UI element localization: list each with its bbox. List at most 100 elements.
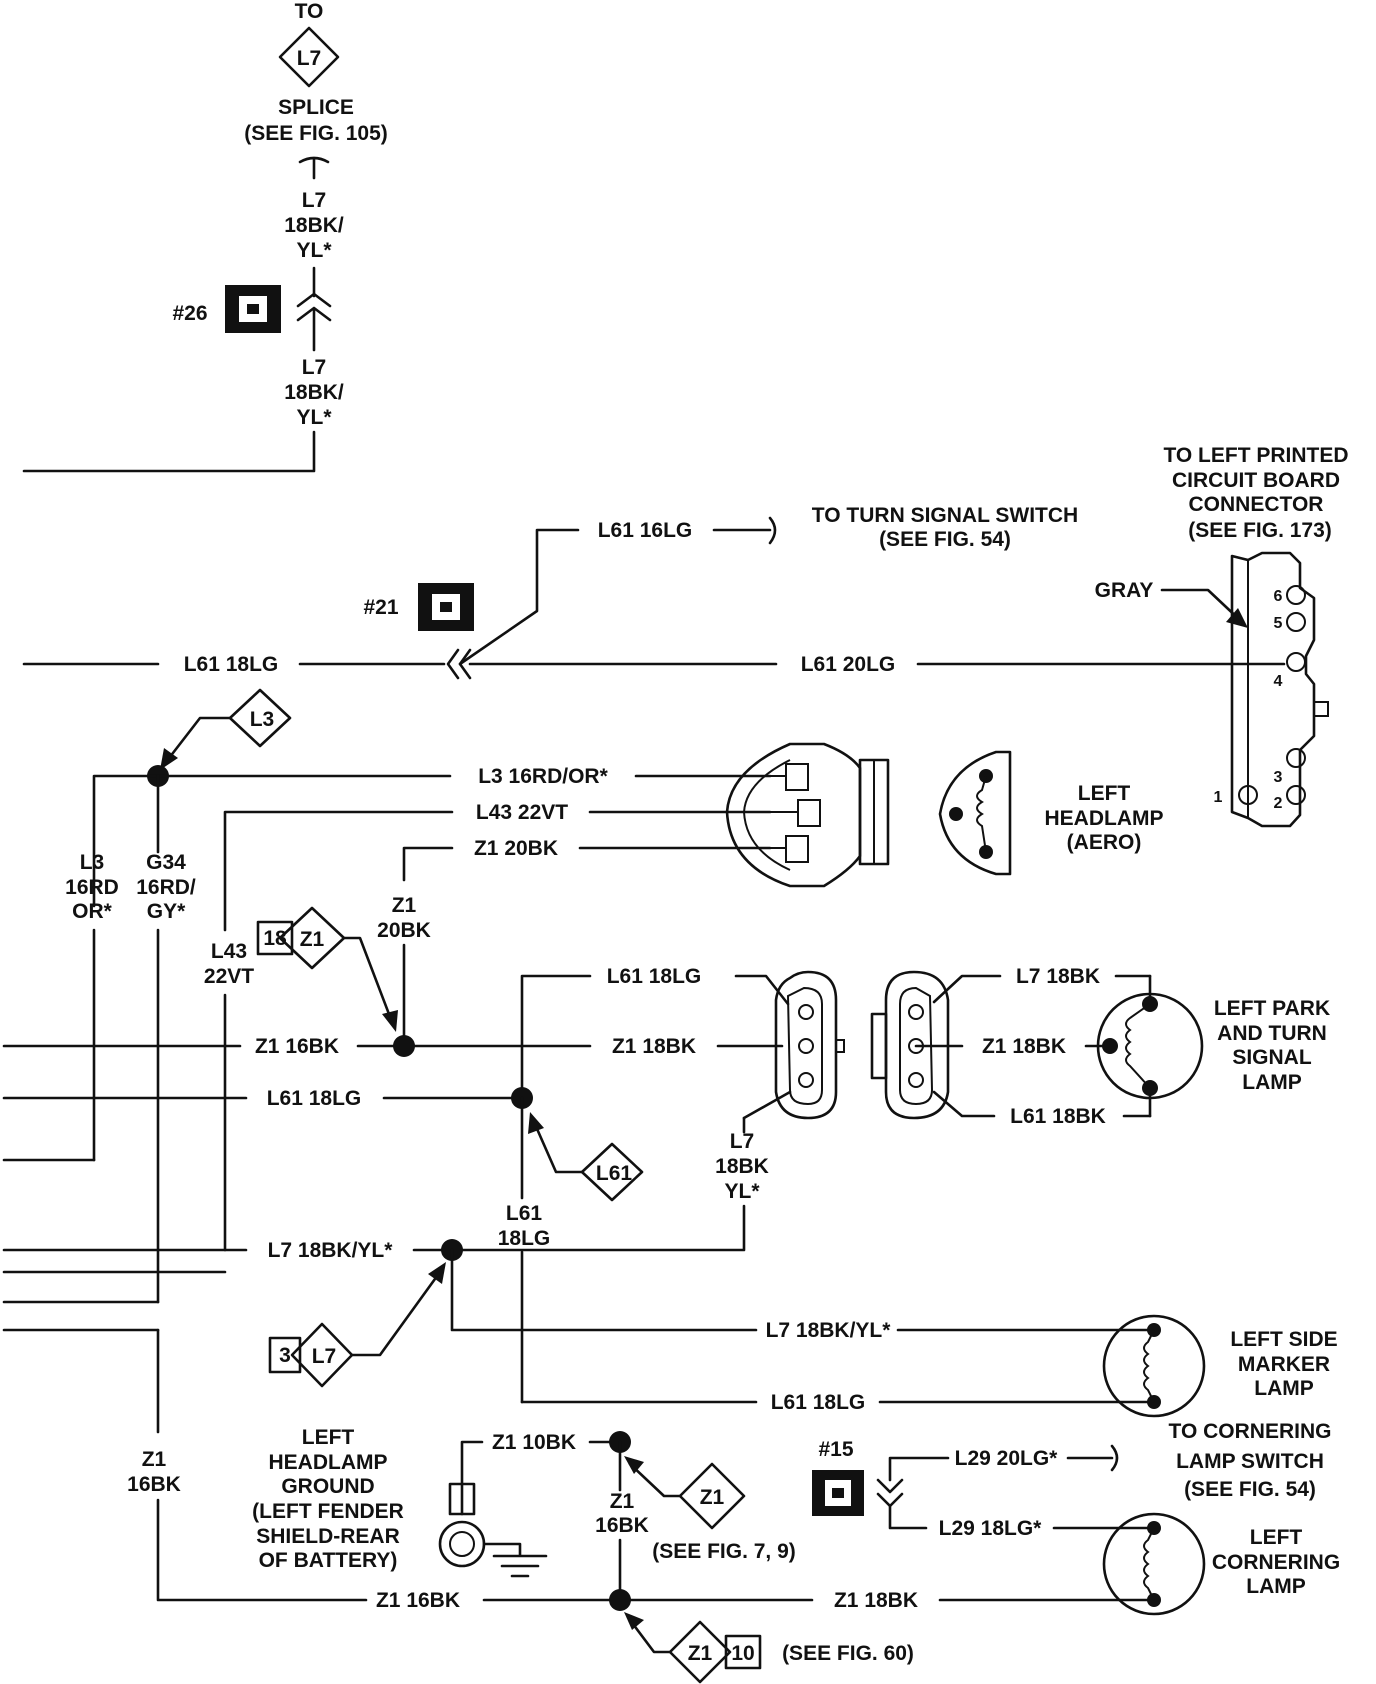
wire-z1-20bk-label: Z1 20BK bbox=[474, 837, 558, 860]
cornering-dest-break bbox=[1110, 1444, 1119, 1472]
ref-z1-arrow bbox=[342, 936, 394, 1024]
side-marker-section: L7 18BK/YL* 3 L7 L7 18BK/YL* L61 18LG LE… bbox=[2, 1158, 1338, 1418]
wire-l61-18lg-top bbox=[520, 974, 592, 1100]
wire-z1-10bk bbox=[460, 1440, 484, 1516]
connector-21-chevron bbox=[446, 648, 472, 680]
pcb-tab bbox=[1313, 701, 1329, 717]
wire-l61-18lg-top-right bbox=[734, 974, 790, 1006]
pcb-see: (SEE FIG. 173) bbox=[1188, 519, 1332, 542]
park-lamp-title-1: LEFT PARK bbox=[1214, 997, 1330, 1020]
main-bus-left-label: L61 18LG bbox=[184, 653, 279, 676]
headlamp-connector-body bbox=[725, 742, 862, 888]
wire-l7-18bk-park bbox=[932, 974, 1002, 1004]
pcb-title-1: TO LEFT PRINTED bbox=[1163, 444, 1348, 467]
park-connector-right-pin-1 bbox=[908, 1004, 924, 1020]
turn-signal-section: L61 16LG TO TURN SIGNAL SWITCH (SEE FIG.… bbox=[22, 504, 1286, 680]
see-fig-60: (SEE FIG. 60) bbox=[782, 1642, 914, 1665]
pcb-title-2: CIRCUIT BOARD bbox=[1172, 469, 1340, 492]
park-lamp-title-2: AND TURN bbox=[1217, 1022, 1327, 1045]
turn-dest-title: TO TURN SIGNAL SWITCH bbox=[812, 504, 1078, 527]
wire-l7-18bk-yl-left-label: L7 18BK/YL* bbox=[268, 1239, 394, 1262]
ground-title-5: SHIELD-REAR bbox=[256, 1525, 400, 1548]
side-marker-bulb bbox=[1102, 1314, 1206, 1418]
cornering-dest-3: (SEE FIG. 54) bbox=[1184, 1478, 1316, 1501]
see-fig-7-9: (SEE FIG. 7, 9) bbox=[652, 1540, 796, 1563]
ground-title-1: LEFT bbox=[302, 1426, 355, 1449]
ref-z1-c-diamond bbox=[668, 1620, 732, 1684]
ref-z1-c-arrow bbox=[628, 1618, 672, 1654]
v-g34-line2: 16RD/ bbox=[136, 876, 196, 899]
ref-l61-diamond bbox=[580, 1142, 644, 1202]
v-g34-line1: G34 bbox=[146, 851, 186, 874]
ref-z1-c-pin-box bbox=[724, 1634, 762, 1670]
ref-l3-label: L3 bbox=[250, 708, 275, 731]
cornering-title-1: LEFT bbox=[1250, 1526, 1303, 1549]
side-marker-filament bbox=[1143, 1329, 1155, 1403]
ref-l61-arrow bbox=[532, 1120, 584, 1174]
ground-title-2: HEADLAMP bbox=[269, 1451, 388, 1474]
pcb-pin-label-5: 5 bbox=[1274, 615, 1283, 632]
v-l3-line3: OR* bbox=[72, 900, 113, 923]
headlamp-section: L3 L3 16RD/OR* L43 22VT Z1 20BK L3 16RD … bbox=[65, 688, 1164, 1304]
wire-z1-18bk-park-label: Z1 18BK bbox=[982, 1035, 1066, 1058]
splice-connector-symbol bbox=[298, 156, 330, 180]
ground-symbol bbox=[482, 1542, 548, 1578]
wire-z1-18bk-bottom-label: Z1 18BK bbox=[834, 1589, 918, 1612]
ref-l7-pin-box bbox=[268, 1336, 302, 1374]
park-connector-left-pin-3 bbox=[798, 1072, 814, 1088]
wire-l43 bbox=[223, 810, 454, 932]
wire-z1-18bk-label: Z1 18BK bbox=[612, 1035, 696, 1058]
ref-l7-diamond bbox=[290, 1322, 354, 1388]
turn-dest-break bbox=[768, 516, 777, 545]
wire-l61-18bk-park-label: L61 18BK bbox=[1010, 1105, 1106, 1128]
wire-l7-upper-line2: 18BK/ bbox=[284, 214, 344, 237]
ref-z1-b-diamond bbox=[678, 1462, 746, 1530]
pcb-gray-label: GRAY bbox=[1095, 579, 1154, 602]
pcb-pin-5 bbox=[1286, 612, 1306, 632]
connector-26-label: #26 bbox=[172, 302, 207, 325]
v-l7-park-line1: L7 bbox=[730, 1130, 755, 1153]
wire-l7-park-link bbox=[742, 1090, 792, 1120]
v-l3-line2: 16RD bbox=[65, 876, 119, 899]
pcb-pin-label-4: 4 bbox=[1274, 673, 1283, 690]
splice-z1-bottom-dot bbox=[609, 1589, 631, 1611]
v-l7-park-line3: YL* bbox=[724, 1180, 760, 1203]
to-label: TO bbox=[295, 0, 324, 23]
headlamp-title-2: HEADLAMP bbox=[1045, 807, 1164, 830]
pcb-pin-1 bbox=[1238, 785, 1258, 805]
headlamp-terminal-mid bbox=[949, 807, 963, 821]
splice-title: SPLICE bbox=[278, 96, 354, 119]
wire-l7-side-marker bbox=[450, 1248, 758, 1332]
ref-l3-diamond bbox=[228, 688, 292, 748]
v-l7-park-line2: 18BK bbox=[715, 1155, 769, 1178]
park-lamp-title-4: LAMP bbox=[1242, 1071, 1302, 1094]
ref-z1-c-pin: 10 bbox=[731, 1642, 754, 1665]
pcb-gray-arrow bbox=[1160, 588, 1244, 624]
ref-l61-arrowhead bbox=[528, 1112, 544, 1134]
park-connector-left bbox=[774, 970, 838, 1120]
pcb-pin-label-2: 2 bbox=[1274, 795, 1283, 812]
headlamp-title-1: LEFT bbox=[1078, 782, 1131, 805]
ref-z1-diamond bbox=[278, 906, 346, 970]
cornering-section: #15 L29 20LG* TO CORNERING LAMP SWITCH (… bbox=[812, 1420, 1340, 1616]
headlamp-connector-inner bbox=[742, 759, 791, 871]
ref-z1-arrowhead bbox=[382, 1010, 398, 1032]
park-lamp-filament bbox=[1125, 1003, 1151, 1089]
headlamp-pin-bottom bbox=[785, 835, 809, 863]
wire-l29-top bbox=[888, 1456, 950, 1482]
ref-z1-c-label: Z1 bbox=[688, 1642, 713, 1665]
v-z1-20bk-line2: 20BK bbox=[377, 919, 431, 942]
wire-l7-side-label: L7 18BK/YL* bbox=[766, 1319, 892, 1342]
ref-l7-arrowhead bbox=[428, 1262, 446, 1284]
v-l43-line1: L43 bbox=[211, 940, 247, 963]
side-marker-title-3: LAMP bbox=[1254, 1377, 1314, 1400]
pcb-pin-label-1: 1 bbox=[1214, 789, 1223, 806]
v-z1-b-line2: 16BK bbox=[595, 1514, 649, 1537]
connector-15-label: #15 bbox=[818, 1438, 853, 1461]
headlamp-title-3: (AERO) bbox=[1067, 831, 1142, 854]
v-g34-line3: GY* bbox=[147, 900, 186, 923]
park-lamp-title-3: SIGNAL bbox=[1232, 1046, 1312, 1069]
top-section: TO L7 SPLICE (SEE FIG. 105) L7 18BK/ YL*… bbox=[22, 0, 388, 473]
wire-l3-vertical bbox=[92, 774, 452, 908]
